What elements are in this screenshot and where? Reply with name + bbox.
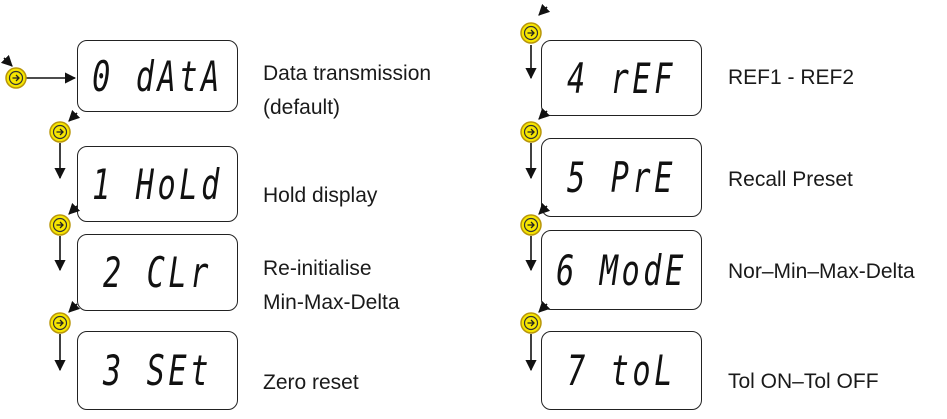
lcd-display-4: 4 rEF bbox=[541, 40, 702, 116]
press-indicator-6 bbox=[538, 202, 551, 215]
press-indicator-5 bbox=[538, 107, 551, 120]
lcd-display-5: 5 PrE bbox=[541, 138, 702, 217]
lcd-value-7: 7 toL bbox=[566, 346, 677, 395]
label-6: Nor–Min–Max-Delta bbox=[728, 260, 915, 283]
mode-button-icon-1 bbox=[49, 121, 71, 143]
mode-button-icon-7 bbox=[520, 312, 542, 334]
label-0-line2: (default) bbox=[263, 96, 341, 119]
lcd-display-6: 6 ModE bbox=[541, 230, 702, 310]
lcd-value-5: 5 PrE bbox=[566, 153, 677, 202]
press-indicator-3 bbox=[68, 300, 81, 313]
lcd-display-2: 2 CLr bbox=[77, 234, 238, 311]
lcd-display-1: 1 HoLd bbox=[77, 146, 238, 222]
lcd-display-0: 0 dAtA bbox=[77, 40, 238, 112]
label-4: REF1 - REF2 bbox=[728, 66, 855, 89]
press-indicator-1 bbox=[68, 109, 81, 122]
label-1: Hold display bbox=[263, 184, 378, 207]
mode-button-icon-5 bbox=[520, 121, 542, 143]
press-indicator-4 bbox=[538, 3, 551, 16]
mode-button-icon-6 bbox=[520, 214, 542, 236]
lcd-display-7: 7 toL bbox=[541, 331, 702, 410]
label-2-line2: Min-Max-Delta bbox=[263, 291, 400, 314]
press-indicator-2 bbox=[68, 202, 81, 215]
lcd-value-2: 2 CLr bbox=[102, 248, 213, 297]
label-3: Zero reset bbox=[263, 371, 359, 394]
press-indicator-0 bbox=[0, 54, 13, 67]
label-5: Recall Preset bbox=[728, 168, 853, 191]
label-7: Tol ON–Tol OFF bbox=[728, 370, 879, 393]
label-0-line1: Data transmission bbox=[263, 62, 432, 85]
mode-button-icon-2 bbox=[49, 214, 71, 236]
mode-button-icon-0 bbox=[5, 67, 27, 89]
mode-button-icon-4 bbox=[520, 22, 542, 44]
lcd-value-3: 3 SEt bbox=[102, 346, 213, 395]
lcd-value-4: 4 rEF bbox=[566, 53, 677, 103]
mode-button-icon-3 bbox=[49, 312, 71, 334]
lcd-display-3: 3 SEt bbox=[77, 331, 238, 410]
press-indicator-7 bbox=[538, 300, 551, 313]
label-2-line1: Re-initialise bbox=[263, 257, 372, 280]
